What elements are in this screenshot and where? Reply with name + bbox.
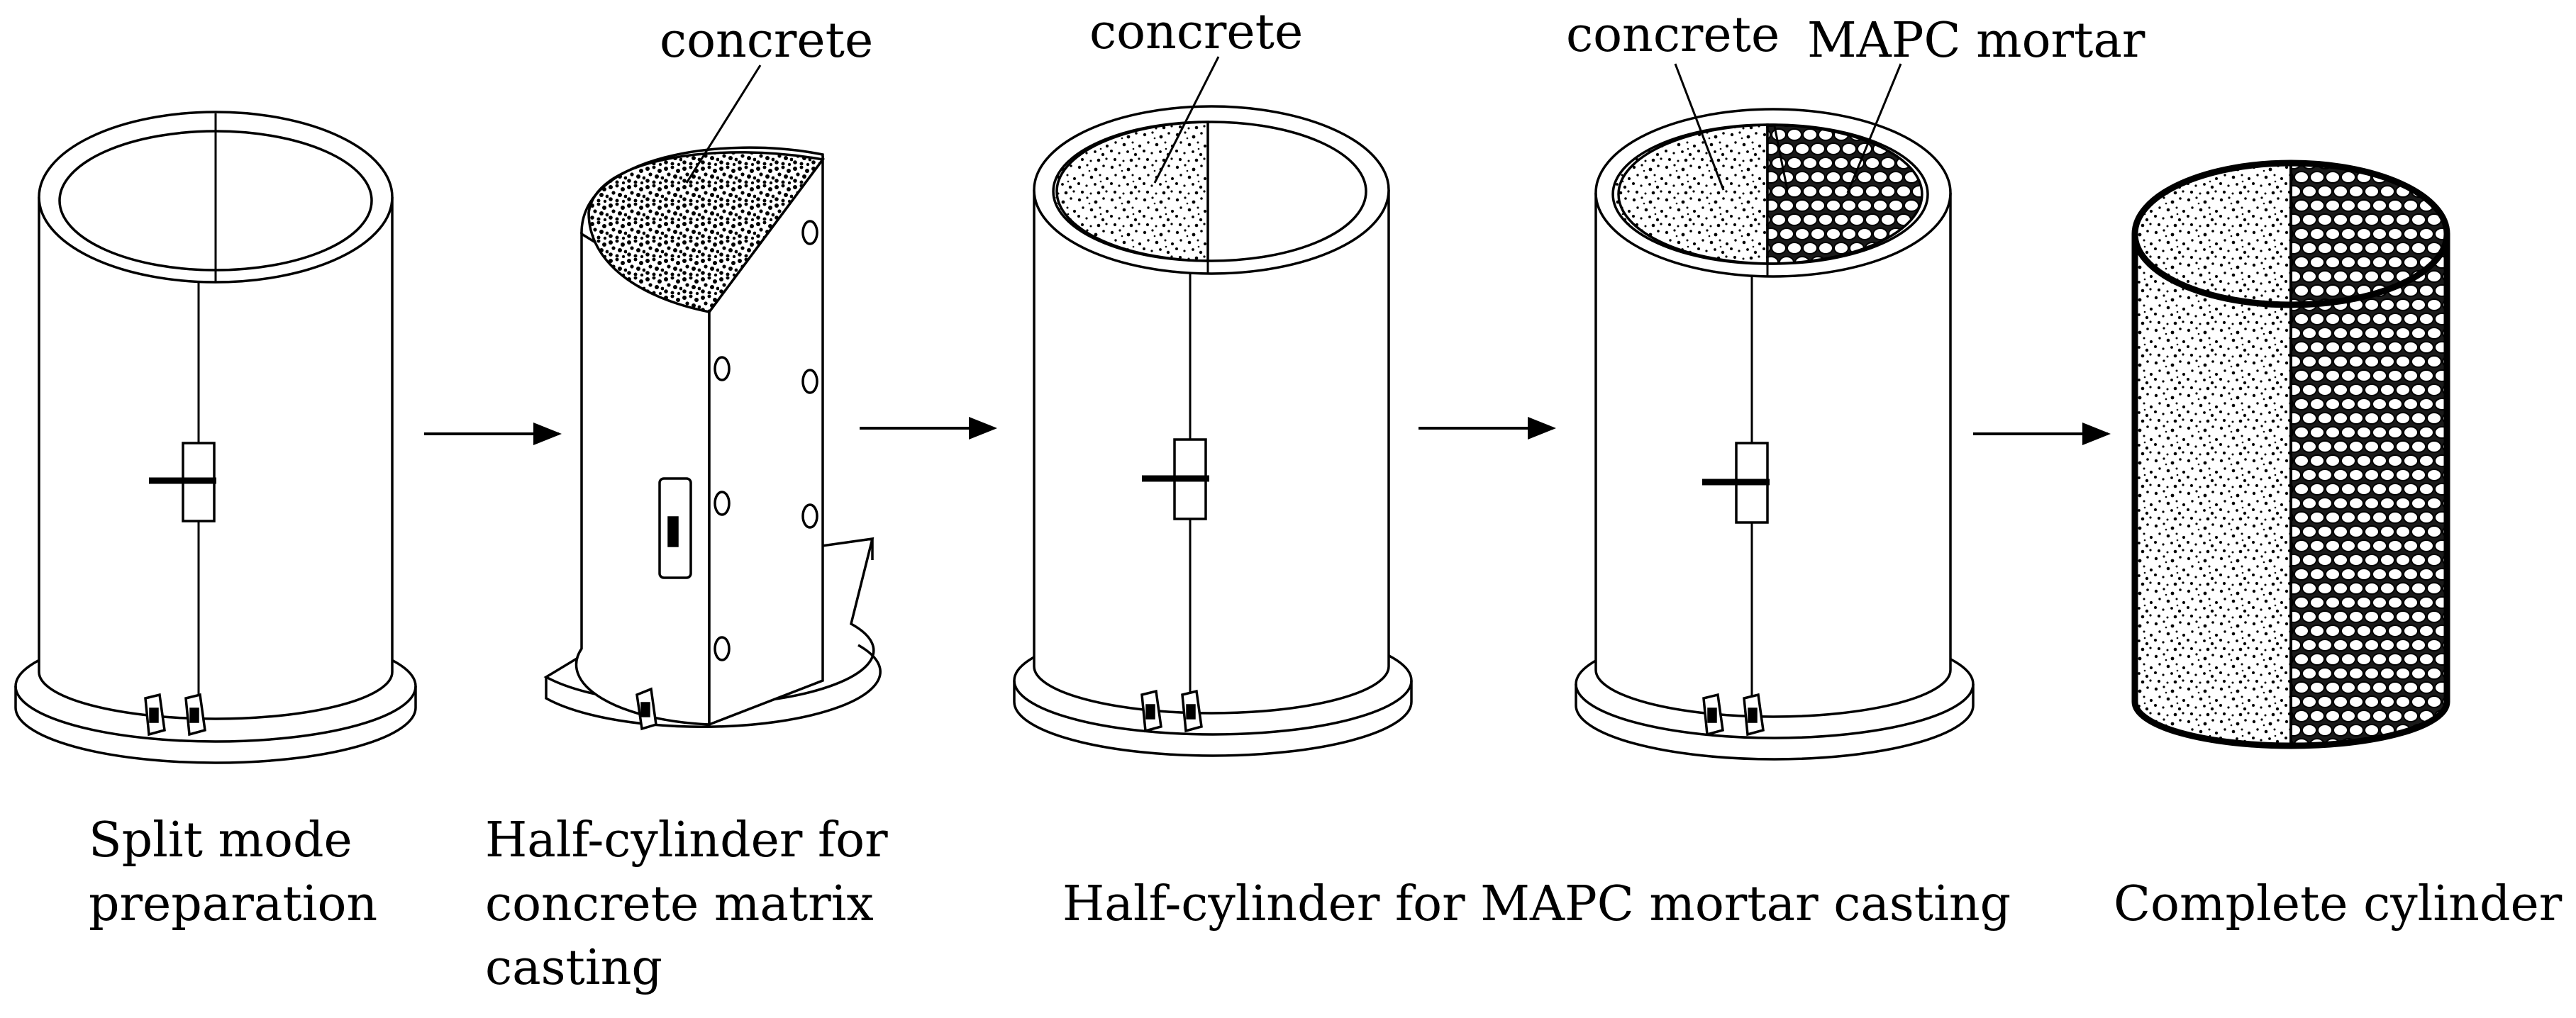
label-mapc-mortar: MAPC mortar	[1807, 13, 2145, 69]
mould-step3	[1013, 105, 1413, 757]
split-mould-step1	[14, 111, 417, 764]
caption-step2-line2: concrete matrix	[485, 876, 874, 932]
label-concrete-step2: concrete	[660, 13, 873, 69]
label-concrete-step4: concrete	[1566, 7, 1780, 63]
mould-step4	[1575, 108, 1975, 761]
caption-step2-line3: casting	[485, 940, 662, 996]
complete-cylinder-step5	[2131, 160, 2450, 749]
caption-step1-line1: Split mode	[89, 812, 352, 868]
caption-step5: Complete cylinder	[2114, 876, 2563, 932]
caption-step2-line1: Half-cylinder for	[485, 812, 888, 868]
caption-step1-line2: preparation	[89, 876, 377, 932]
caption-step34: Half-cylinder for MAPC mortar casting	[1062, 876, 2011, 932]
clamp-icon	[144, 693, 206, 737]
process-arrows	[424, 417, 2111, 445]
bolt-icons	[714, 220, 818, 661]
half-mould-step2	[543, 146, 882, 731]
label-concrete-step3: concrete	[1089, 4, 1303, 60]
leader-lines	[685, 56, 1902, 194]
